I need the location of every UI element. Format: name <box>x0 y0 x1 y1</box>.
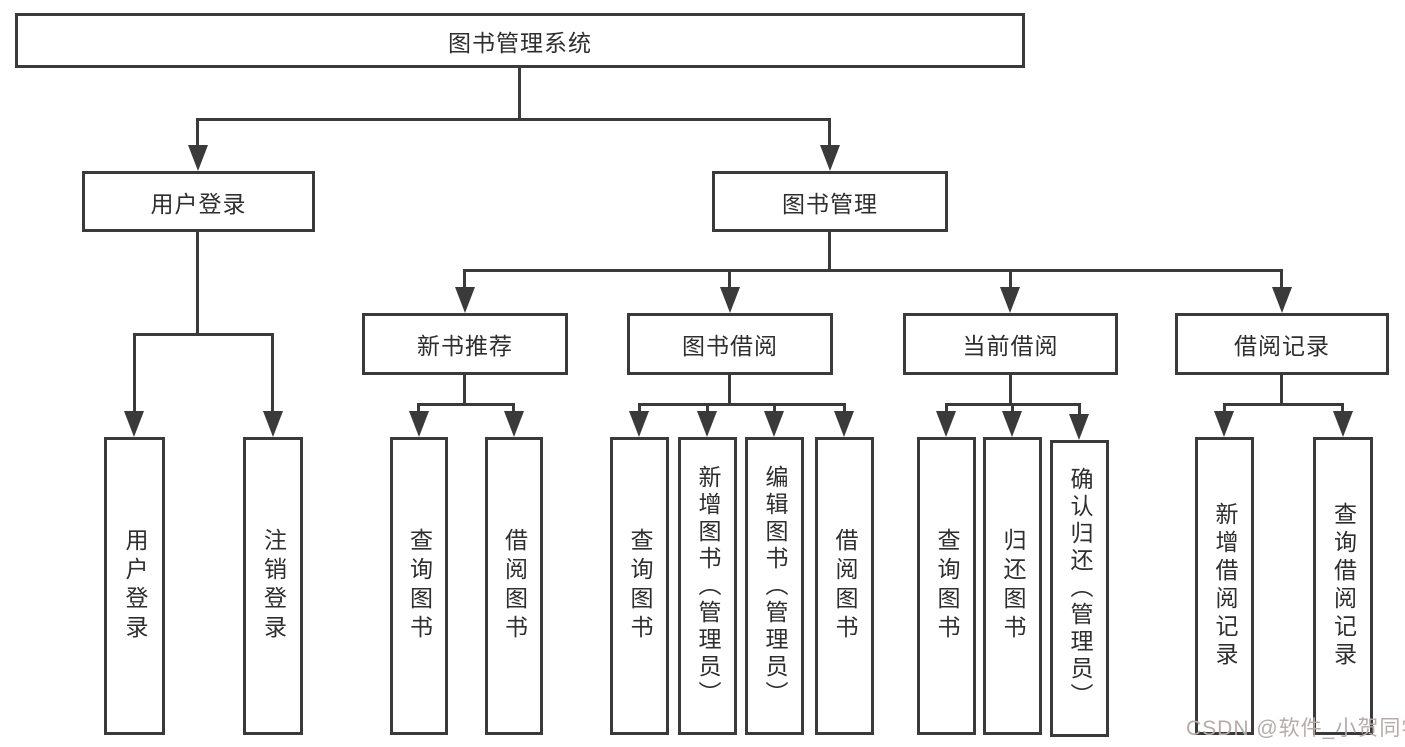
arrow-to-new-book-rec <box>455 287 475 313</box>
node-user-login: 用户登录 <box>82 171 315 232</box>
arrow-to-br-add <box>1214 411 1234 437</box>
connector-drop-bb3 <box>773 403 776 415</box>
arrow-to-bb-borrow <box>834 411 854 437</box>
connector-drop-book-borrow <box>728 269 731 291</box>
connector-drop-borrow-records <box>1280 269 1283 291</box>
connector-drop-cb1 <box>945 403 948 415</box>
connector-user-login-rail <box>133 333 274 336</box>
node-book-borrowing: 图书借阅 <box>627 313 833 375</box>
arrow-to-leaf-user-login <box>124 411 144 437</box>
leaf-br-add-borrow-record: 新增借阅记录 <box>1195 437 1254 735</box>
connector-book-mgmt-rail <box>463 269 1283 272</box>
connector-book-mgmt-stem <box>828 232 831 272</box>
leaf-cb-confirm-return-admin: 确认归还（管理员） <box>1050 440 1109 737</box>
leaf-nbr-borrow-books: 借阅图书 <box>485 437 543 735</box>
arrow-to-bb-add <box>697 411 717 437</box>
connector-drop-bb2 <box>706 403 709 415</box>
connector-br-rail <box>1223 403 1344 406</box>
leaf-logout: 注销登录 <box>243 437 303 735</box>
connector-user-login-stem <box>196 232 199 336</box>
connector-drop-current-borrow <box>1009 269 1012 291</box>
arrow-to-book-borrow <box>720 287 740 313</box>
connector-drop-nbr2 <box>512 403 515 415</box>
arrow-to-user-login <box>188 145 208 171</box>
connector-drop-cb2 <box>1011 403 1014 415</box>
connector-drop-new-book-rec <box>463 269 466 291</box>
leaf-cb-query-books: 查询图书 <box>917 437 976 735</box>
connector-drop-br1 <box>1223 403 1226 415</box>
leaf-cb-return-books: 归还图书 <box>983 437 1042 735</box>
arrow-to-bb-query <box>629 411 649 437</box>
node-book-management: 图书管理 <box>712 171 948 232</box>
node-borrowing-records: 借阅记录 <box>1175 313 1389 375</box>
arrow-to-leaf-logout <box>263 411 283 437</box>
connector-bb-rail <box>638 403 846 406</box>
leaf-br-query-borrow-record: 查询借阅记录 <box>1313 437 1373 735</box>
arrow-to-cb-return <box>1002 411 1022 437</box>
connector-drop-cb3 <box>1078 403 1081 418</box>
csdn-watermark: CSDN @软件_小贺同学 <box>1186 717 1405 740</box>
arrow-to-current-borrow <box>1000 287 1020 313</box>
connector-br-stem <box>1280 375 1283 406</box>
leaf-bb-edit-books-admin: 编辑图书（管理员） <box>745 437 804 735</box>
connector-drop-book-management <box>828 118 831 150</box>
arrow-to-br-query <box>1333 411 1353 437</box>
connector-drop-nbr1 <box>417 403 420 415</box>
connector-drop-leaf-logout <box>271 333 274 415</box>
connector-drop-bb4 <box>843 403 846 415</box>
leaf-bb-query-books: 查询图书 <box>610 437 669 735</box>
connector-nbr-rail <box>417 403 515 406</box>
arrow-to-nbr-borrow <box>504 411 524 437</box>
leaf-user-login: 用户登录 <box>104 437 165 735</box>
arrow-to-cb-confirm <box>1069 414 1089 440</box>
connector-cb-stem <box>1009 375 1012 406</box>
leaf-nbr-query-books: 查询图书 <box>390 437 448 735</box>
arrow-to-book-management <box>820 145 840 171</box>
leaf-bb-add-books-admin: 新增图书（管理员） <box>678 437 737 735</box>
arrow-to-cb-query <box>936 411 956 437</box>
connector-drop-user-login <box>196 118 199 150</box>
connector-root-rail <box>196 118 831 121</box>
connector-bb-stem <box>728 375 731 406</box>
connector-root-stem <box>518 68 521 121</box>
connector-drop-br2 <box>1341 403 1344 415</box>
arrow-to-bb-edit <box>764 411 784 437</box>
node-current-borrowing: 当前借阅 <box>903 313 1118 375</box>
node-library-management-system: 图书管理系统 <box>15 13 1025 68</box>
leaf-bb-borrow-books: 借阅图书 <box>815 437 874 735</box>
arrow-to-borrow-records <box>1272 287 1292 313</box>
node-new-book-recommendation: 新书推荐 <box>362 313 568 375</box>
connector-drop-leaf-user-login <box>133 333 136 415</box>
connector-nbr-stem <box>463 375 466 406</box>
connector-drop-bb1 <box>638 403 641 415</box>
arrow-to-nbr-query <box>409 411 429 437</box>
